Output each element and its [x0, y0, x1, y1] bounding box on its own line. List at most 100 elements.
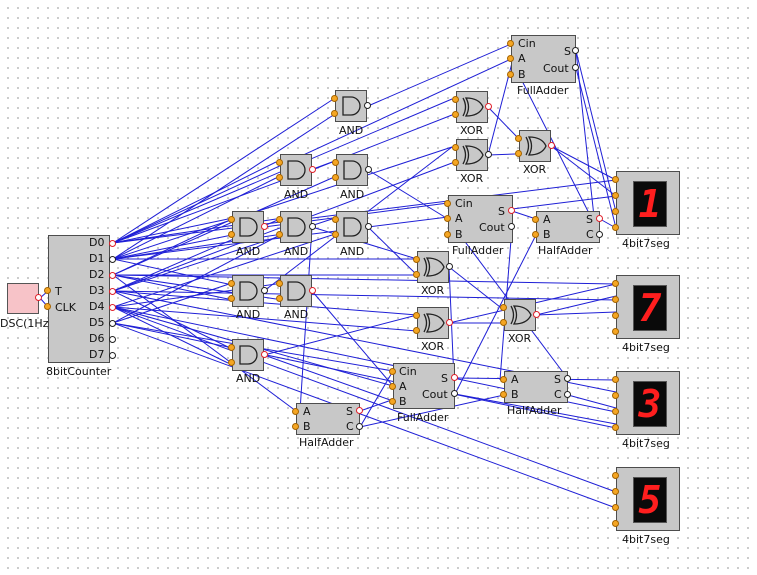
full-adder-cin-pin[interactable]: [389, 368, 396, 375]
and-gate-input-pin[interactable]: [228, 295, 235, 302]
and-gate-input-pin[interactable]: [276, 159, 283, 166]
display-input-pin[interactable]: [612, 224, 619, 231]
display-input-pin[interactable]: [612, 280, 619, 287]
xor-gate-input-pin[interactable]: [413, 256, 420, 263]
and-gate-input-pin[interactable]: [332, 216, 339, 223]
and-gate-input-pin[interactable]: [276, 295, 283, 302]
full-adder-s-pin[interactable]: [508, 207, 515, 214]
counter-output-d2-pin[interactable]: [109, 272, 116, 279]
and-gate-input-pin[interactable]: [331, 110, 338, 117]
and-gate[interactable]: [280, 275, 312, 307]
and-gate-input-pin[interactable]: [228, 344, 235, 351]
half-adder[interactable]: [296, 403, 360, 435]
display-input-pin[interactable]: [612, 176, 619, 183]
xor-gate-output-pin[interactable]: [446, 319, 453, 326]
and-gate[interactable]: [280, 154, 312, 186]
and-gate-input-pin[interactable]: [276, 280, 283, 287]
half-adder-c-pin[interactable]: [564, 391, 571, 398]
display-input-pin[interactable]: [612, 296, 619, 303]
counter-output-d4-pin[interactable]: [109, 304, 116, 311]
counter-8bit[interactable]: [48, 235, 110, 363]
xor-gate-input-pin[interactable]: [413, 327, 420, 334]
half-adder-b-pin[interactable]: [532, 231, 539, 238]
half-adder-c-pin[interactable]: [356, 423, 363, 430]
full-adder-cin-pin[interactable]: [444, 200, 451, 207]
and-gate-input-pin[interactable]: [228, 216, 235, 223]
xor-gate-input-pin[interactable]: [500, 304, 507, 311]
and-gate-input-pin[interactable]: [332, 159, 339, 166]
half-adder-a-pin[interactable]: [532, 216, 539, 223]
xor-gate-input-pin[interactable]: [413, 271, 420, 278]
full-adder-a-pin[interactable]: [444, 215, 451, 222]
xor-gate-input-pin[interactable]: [413, 312, 420, 319]
full-adder-a-pin[interactable]: [389, 383, 396, 390]
counter-output-d0-pin[interactable]: [109, 240, 116, 247]
display-input-pin[interactable]: [612, 376, 619, 383]
counter-input-t-pin[interactable]: [44, 287, 51, 294]
and-gate-output-pin[interactable]: [365, 223, 372, 230]
counter-output-d3-pin[interactable]: [109, 288, 116, 295]
and-gate-output-pin[interactable]: [309, 166, 316, 173]
and-gate-output-pin[interactable]: [261, 351, 268, 358]
xor-gate-input-pin[interactable]: [515, 135, 522, 142]
xor-gate-input-pin[interactable]: [452, 144, 459, 151]
half-adder-s-pin[interactable]: [596, 215, 603, 222]
xor-gate[interactable]: [417, 307, 449, 339]
and-gate-output-pin[interactable]: [309, 223, 316, 230]
and-gate-output-pin[interactable]: [365, 166, 372, 173]
full-adder-cout-pin[interactable]: [451, 390, 458, 397]
seven-segment-display[interactable]: 5: [616, 467, 680, 531]
full-adder-s-pin[interactable]: [572, 47, 579, 54]
and-gate-input-pin[interactable]: [276, 231, 283, 238]
seven-segment-display[interactable]: 3: [616, 371, 680, 435]
xor-gate-output-pin[interactable]: [485, 151, 492, 158]
and-gate-input-pin[interactable]: [228, 231, 235, 238]
and-gate[interactable]: [232, 339, 264, 371]
and-gate-input-pin[interactable]: [228, 280, 235, 287]
half-adder-b-pin[interactable]: [500, 391, 507, 398]
xor-gate[interactable]: [504, 299, 536, 331]
full-adder-s-pin[interactable]: [451, 374, 458, 381]
xor-gate-output-pin[interactable]: [485, 103, 492, 110]
display-input-pin[interactable]: [612, 504, 619, 511]
full-adder[interactable]: [393, 363, 455, 409]
counter-output-d5-pin[interactable]: [109, 320, 116, 327]
and-gate-input-pin[interactable]: [332, 231, 339, 238]
seven-segment-display[interactable]: 7: [616, 275, 680, 339]
full-adder-b-pin[interactable]: [507, 71, 514, 78]
full-adder-cout-pin[interactable]: [508, 223, 515, 230]
full-adder[interactable]: [511, 35, 576, 83]
and-gate-input-pin[interactable]: [332, 174, 339, 181]
half-adder[interactable]: [504, 371, 568, 403]
xor-gate[interactable]: [456, 91, 488, 123]
and-gate-output-pin[interactable]: [309, 287, 316, 294]
half-adder-a-pin[interactable]: [292, 408, 299, 415]
and-gate-output-pin[interactable]: [364, 102, 371, 109]
half-adder-s-pin[interactable]: [356, 407, 363, 414]
and-gate[interactable]: [232, 211, 264, 243]
xor-gate[interactable]: [417, 251, 449, 283]
xor-gate[interactable]: [519, 130, 551, 162]
and-gate[interactable]: [280, 211, 312, 243]
and-gate-input-pin[interactable]: [331, 95, 338, 102]
and-gate-output-pin[interactable]: [261, 223, 268, 230]
xor-gate-input-pin[interactable]: [500, 319, 507, 326]
and-gate[interactable]: [232, 275, 264, 307]
and-gate[interactable]: [336, 211, 368, 243]
oscillator[interactable]: [7, 283, 39, 314]
full-adder-b-pin[interactable]: [389, 398, 396, 405]
display-input-pin[interactable]: [612, 328, 619, 335]
xor-gate-output-pin[interactable]: [446, 263, 453, 270]
and-gate-input-pin[interactable]: [276, 174, 283, 181]
half-adder[interactable]: [536, 211, 600, 243]
display-input-pin[interactable]: [612, 424, 619, 431]
display-input-pin[interactable]: [612, 208, 619, 215]
half-adder-c-pin[interactable]: [596, 231, 603, 238]
xor-gate-input-pin[interactable]: [515, 150, 522, 157]
half-adder-a-pin[interactable]: [500, 376, 507, 383]
display-input-pin[interactable]: [612, 472, 619, 479]
and-gate[interactable]: [335, 90, 367, 122]
full-adder-a-pin[interactable]: [507, 55, 514, 62]
xor-gate-input-pin[interactable]: [452, 96, 459, 103]
